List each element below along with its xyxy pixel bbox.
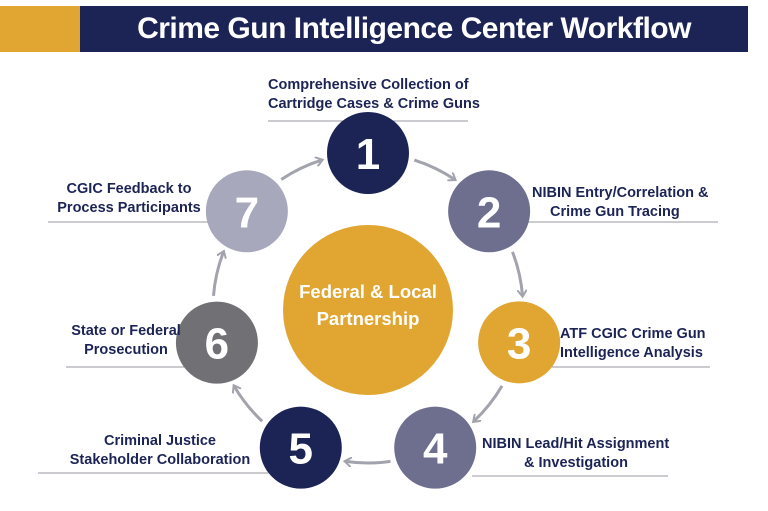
arrow-5-to-6 <box>234 386 264 423</box>
step-1-number: 1 <box>356 130 380 179</box>
step-7-label-line1: CGIC Feedback to <box>66 181 192 197</box>
center-label-line2: Partnership <box>316 308 420 329</box>
step-4-label-line2: & Investigation <box>524 455 628 471</box>
step-2-number: 2 <box>477 188 501 237</box>
step-2-label: NIBIN Entry/Correlation & Crime Gun Trac… <box>532 184 708 222</box>
step-3-label-line2: Intelligence Analysis <box>560 345 703 361</box>
step-1-node: 1 <box>327 112 409 194</box>
banner-accent-bar <box>0 6 80 52</box>
step-3-label: ATF CGIC Crime Gun Intelligence Analysis <box>560 325 706 363</box>
step-6-number: 6 <box>205 320 229 369</box>
step-1-circle <box>327 112 409 194</box>
step-7-number: 7 <box>235 188 259 237</box>
step-6-label-line2: Prosecution <box>84 342 168 358</box>
step-5-label-line2: Stakeholder Collaboration <box>69 452 251 468</box>
step-7-circle <box>205 170 288 253</box>
center-circle <box>283 225 453 395</box>
arrow-2-to-3 <box>511 251 522 296</box>
step-5-label: Criminal Justice Stakeholder Collaborati… <box>60 432 260 470</box>
step-5-node: 5 <box>259 406 342 489</box>
step-3-label-line1: ATF CGIC Crime Gun <box>560 326 706 342</box>
arrow-7-to-1 <box>280 160 321 181</box>
step-6-circle <box>175 301 258 384</box>
step-4-label: NIBIN Lead/Hit Assignment & Investigatio… <box>482 435 669 473</box>
step-3-number: 3 <box>507 319 531 368</box>
step-3-circle <box>478 301 561 384</box>
step-5-number: 5 <box>289 425 313 474</box>
step-1-label: Comprehensive Collection of Cartridge Ca… <box>268 76 480 114</box>
step-1-label-line1: Comprehensive Collection of <box>268 77 469 93</box>
step-2-label-line1: NIBIN Entry/Correlation & <box>532 185 709 201</box>
step-3-node: 3 <box>478 301 561 384</box>
step-4-node: 4 <box>394 406 477 489</box>
step-6-label-line1: State or Federal <box>71 323 181 339</box>
step-6-label: State or Federal Prosecution <box>62 322 190 360</box>
step-7-node: 7 <box>205 170 288 253</box>
page-title: Crime Gun Intelligence Center Workflow <box>137 12 691 45</box>
arrow-6-to-7 <box>211 252 223 297</box>
center-label-line1: Federal & Local <box>299 281 437 302</box>
step-2-circle <box>448 170 531 253</box>
step-5-circle <box>259 406 342 489</box>
step-5-label-line1: Criminal Justice <box>103 433 216 449</box>
center-label: Federal & Local Partnership <box>283 278 453 332</box>
step-6-node: 6 <box>175 301 258 384</box>
step-2-node: 2 <box>448 170 531 253</box>
step-4-label-line1: NIBIN Lead/Hit Assignment <box>482 436 670 452</box>
title-banner: Crime Gun Intelligence Center Workflow <box>0 6 748 52</box>
arrow-3-to-4 <box>474 385 504 421</box>
arrow-4-to-5 <box>346 461 391 463</box>
step-4-circle <box>394 406 477 489</box>
step-2-label-line2: Crime Gun Tracing <box>550 204 680 220</box>
step-7-label: CGIC Feedback to Process Participants <box>52 180 206 218</box>
arrow-1-to-2 <box>413 158 454 179</box>
step-4-number: 4 <box>423 425 448 474</box>
step-1-label-line2: Cartridge Cases & Crime Guns <box>268 96 480 112</box>
step-7-label-line2: Process Participants <box>57 200 201 216</box>
